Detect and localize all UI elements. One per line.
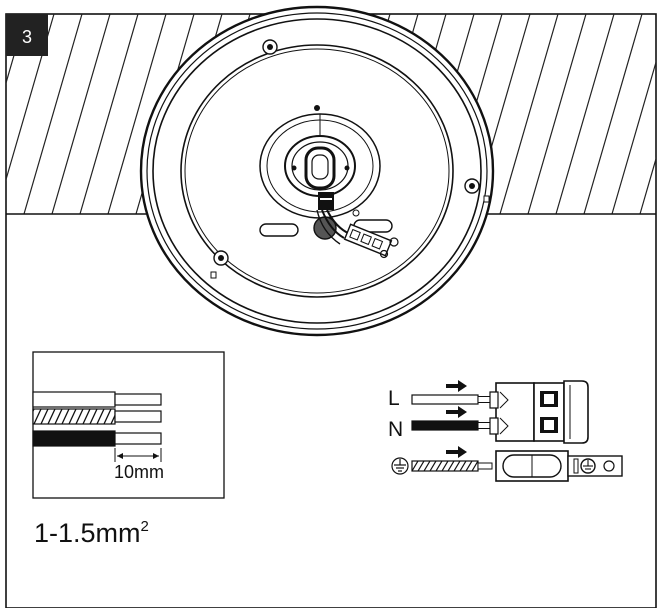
hatch-line [61,409,70,424]
step-badge [6,14,48,56]
mounting-plate [259,113,381,219]
earth-screw-icon [580,458,596,474]
push-in-connector [489,380,589,444]
hatch-line [40,409,49,424]
lamp-base [139,5,495,337]
hatch-line [459,461,467,471]
hatch-line [68,409,77,424]
connection-diagram: L N [388,380,623,482]
insert-arrow-icon [446,446,467,458]
insert-arrow-icon [446,406,467,418]
hatch-line [429,461,437,471]
rim-screw-icon [213,250,229,266]
step-number: 3 [22,27,32,47]
earth-ground-icon [391,457,409,475]
terminal-block [343,223,393,257]
hatch-line [412,461,419,471]
hatch-line [23,14,83,214]
rim-screw-icon [464,178,480,194]
hatch-line [465,461,473,471]
hatch-line [555,14,615,214]
hatch-line [54,409,63,424]
hatch-line [611,60,656,214]
hatch-line [79,14,139,214]
hatch-line [89,409,98,424]
earth-terminal [495,450,623,482]
hatch-line [447,461,455,471]
wire-gauge-label: 1-1.5mm2 [34,518,149,548]
hatch-line [441,461,449,471]
hatch-line [527,14,587,214]
hatch-line [435,461,443,471]
rim-screw-icon [262,39,278,55]
hatch-line [47,409,56,424]
hatch-line [33,409,42,424]
hatch-line [423,461,431,471]
live-label: L [388,387,400,410]
hatch-line [471,461,478,471]
hatch-line [583,14,643,214]
hatch-line [417,461,425,471]
hatch-line [103,409,112,424]
mounting-slot [259,223,299,237]
hatch-line [453,461,461,471]
hatch-line [82,409,91,424]
hatch-line [639,156,656,214]
wire-strip-inset: 10mm [20,351,225,499]
hatch-line [96,409,105,424]
strip-length-label: 10mm [114,462,164,482]
neutral-label: N [388,418,403,441]
hatch-line [75,409,84,424]
hatch-line [20,409,27,424]
insert-arrow-icon [446,380,467,392]
hatch-line [107,14,167,214]
hatch-line [499,14,559,214]
hatch-line [51,14,111,214]
